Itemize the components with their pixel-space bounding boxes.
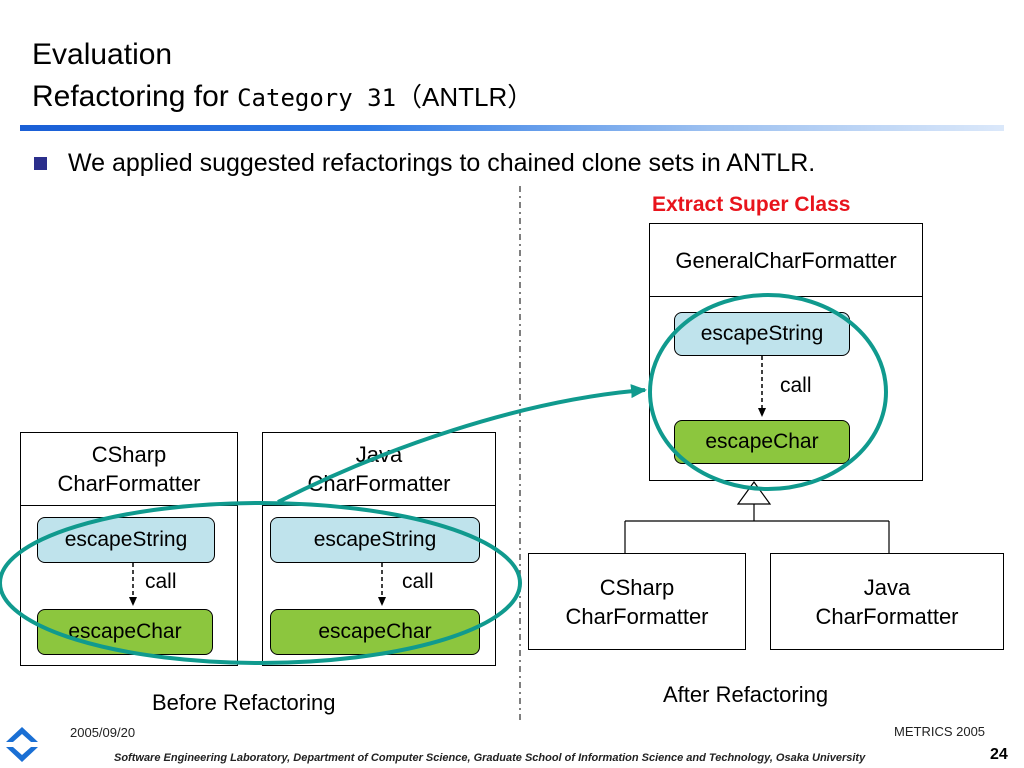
class-divider	[263, 505, 495, 506]
class-name-line1: CSharp	[599, 575, 675, 600]
class-name-line1: Java	[863, 575, 911, 600]
after-csharp-class-name: CSharp CharFormatter	[529, 554, 745, 631]
class-divider	[21, 505, 237, 506]
before-refactoring-caption: Before Refactoring	[152, 690, 336, 715]
class-name-line2: CharFormatter	[565, 604, 709, 629]
class-divider	[650, 296, 922, 297]
before-java-escapestring-method: escapeString	[270, 517, 480, 563]
after-general-class-name: GeneralCharFormatter	[675, 247, 897, 273]
class-name-line2: CharFormatter	[815, 604, 959, 629]
after-general-escapechar-method: escapeChar	[674, 420, 850, 464]
footer-lab: Software Engineering Laboratory, Departm…	[114, 752, 866, 764]
page-number: 24	[990, 746, 1008, 763]
footer-conference: METRICS 2005	[894, 724, 986, 739]
title-suffix: （ANTLR）	[396, 82, 534, 112]
slide-title-line2: Refactoring for Category 31（ANTLR）	[32, 80, 533, 115]
before-csharp-escapestring-method: escapeString	[37, 517, 215, 563]
footer-date: 2005/09/20	[70, 725, 136, 740]
title-prefix: Refactoring for	[32, 80, 238, 113]
before-csharp-escapechar-method: escapeChar	[37, 609, 213, 655]
after-java-class-box: Java CharFormatter	[770, 553, 1004, 650]
osaka-university-logo-icon	[6, 727, 38, 762]
class-name-line1: Java	[355, 442, 403, 467]
class-name-line2: CharFormatter	[57, 471, 201, 496]
before-java-call-label: call	[402, 570, 434, 593]
slide-title-line1: Evaluation	[32, 38, 173, 71]
before-csharp-call-label: call	[145, 570, 177, 593]
after-refactoring-caption: After Refactoring	[663, 682, 829, 707]
bullet-text: We applied suggested refactorings to cha…	[68, 149, 816, 177]
extract-super-class-label: Extract Super Class	[652, 193, 851, 216]
after-java-class-name: Java CharFormatter	[771, 554, 1003, 631]
title-underline	[20, 125, 1004, 131]
after-general-escapestring-method: escapeString	[674, 312, 850, 356]
before-java-escapechar-method: escapeChar	[270, 609, 480, 655]
class-name-line1: CSharp	[91, 442, 167, 467]
after-csharp-class-box: CSharp CharFormatter	[528, 553, 746, 650]
inheritance-triangle-icon	[736, 480, 772, 505]
before-java-class-name: Java CharFormatter	[263, 433, 495, 505]
class-name-line2: CharFormatter	[307, 471, 451, 496]
after-general-call-label: call	[780, 374, 812, 397]
title-category: Category 31	[237, 84, 397, 112]
before-csharp-class-name: CSharp CharFormatter	[21, 433, 237, 505]
bullet-square-icon	[34, 157, 47, 170]
